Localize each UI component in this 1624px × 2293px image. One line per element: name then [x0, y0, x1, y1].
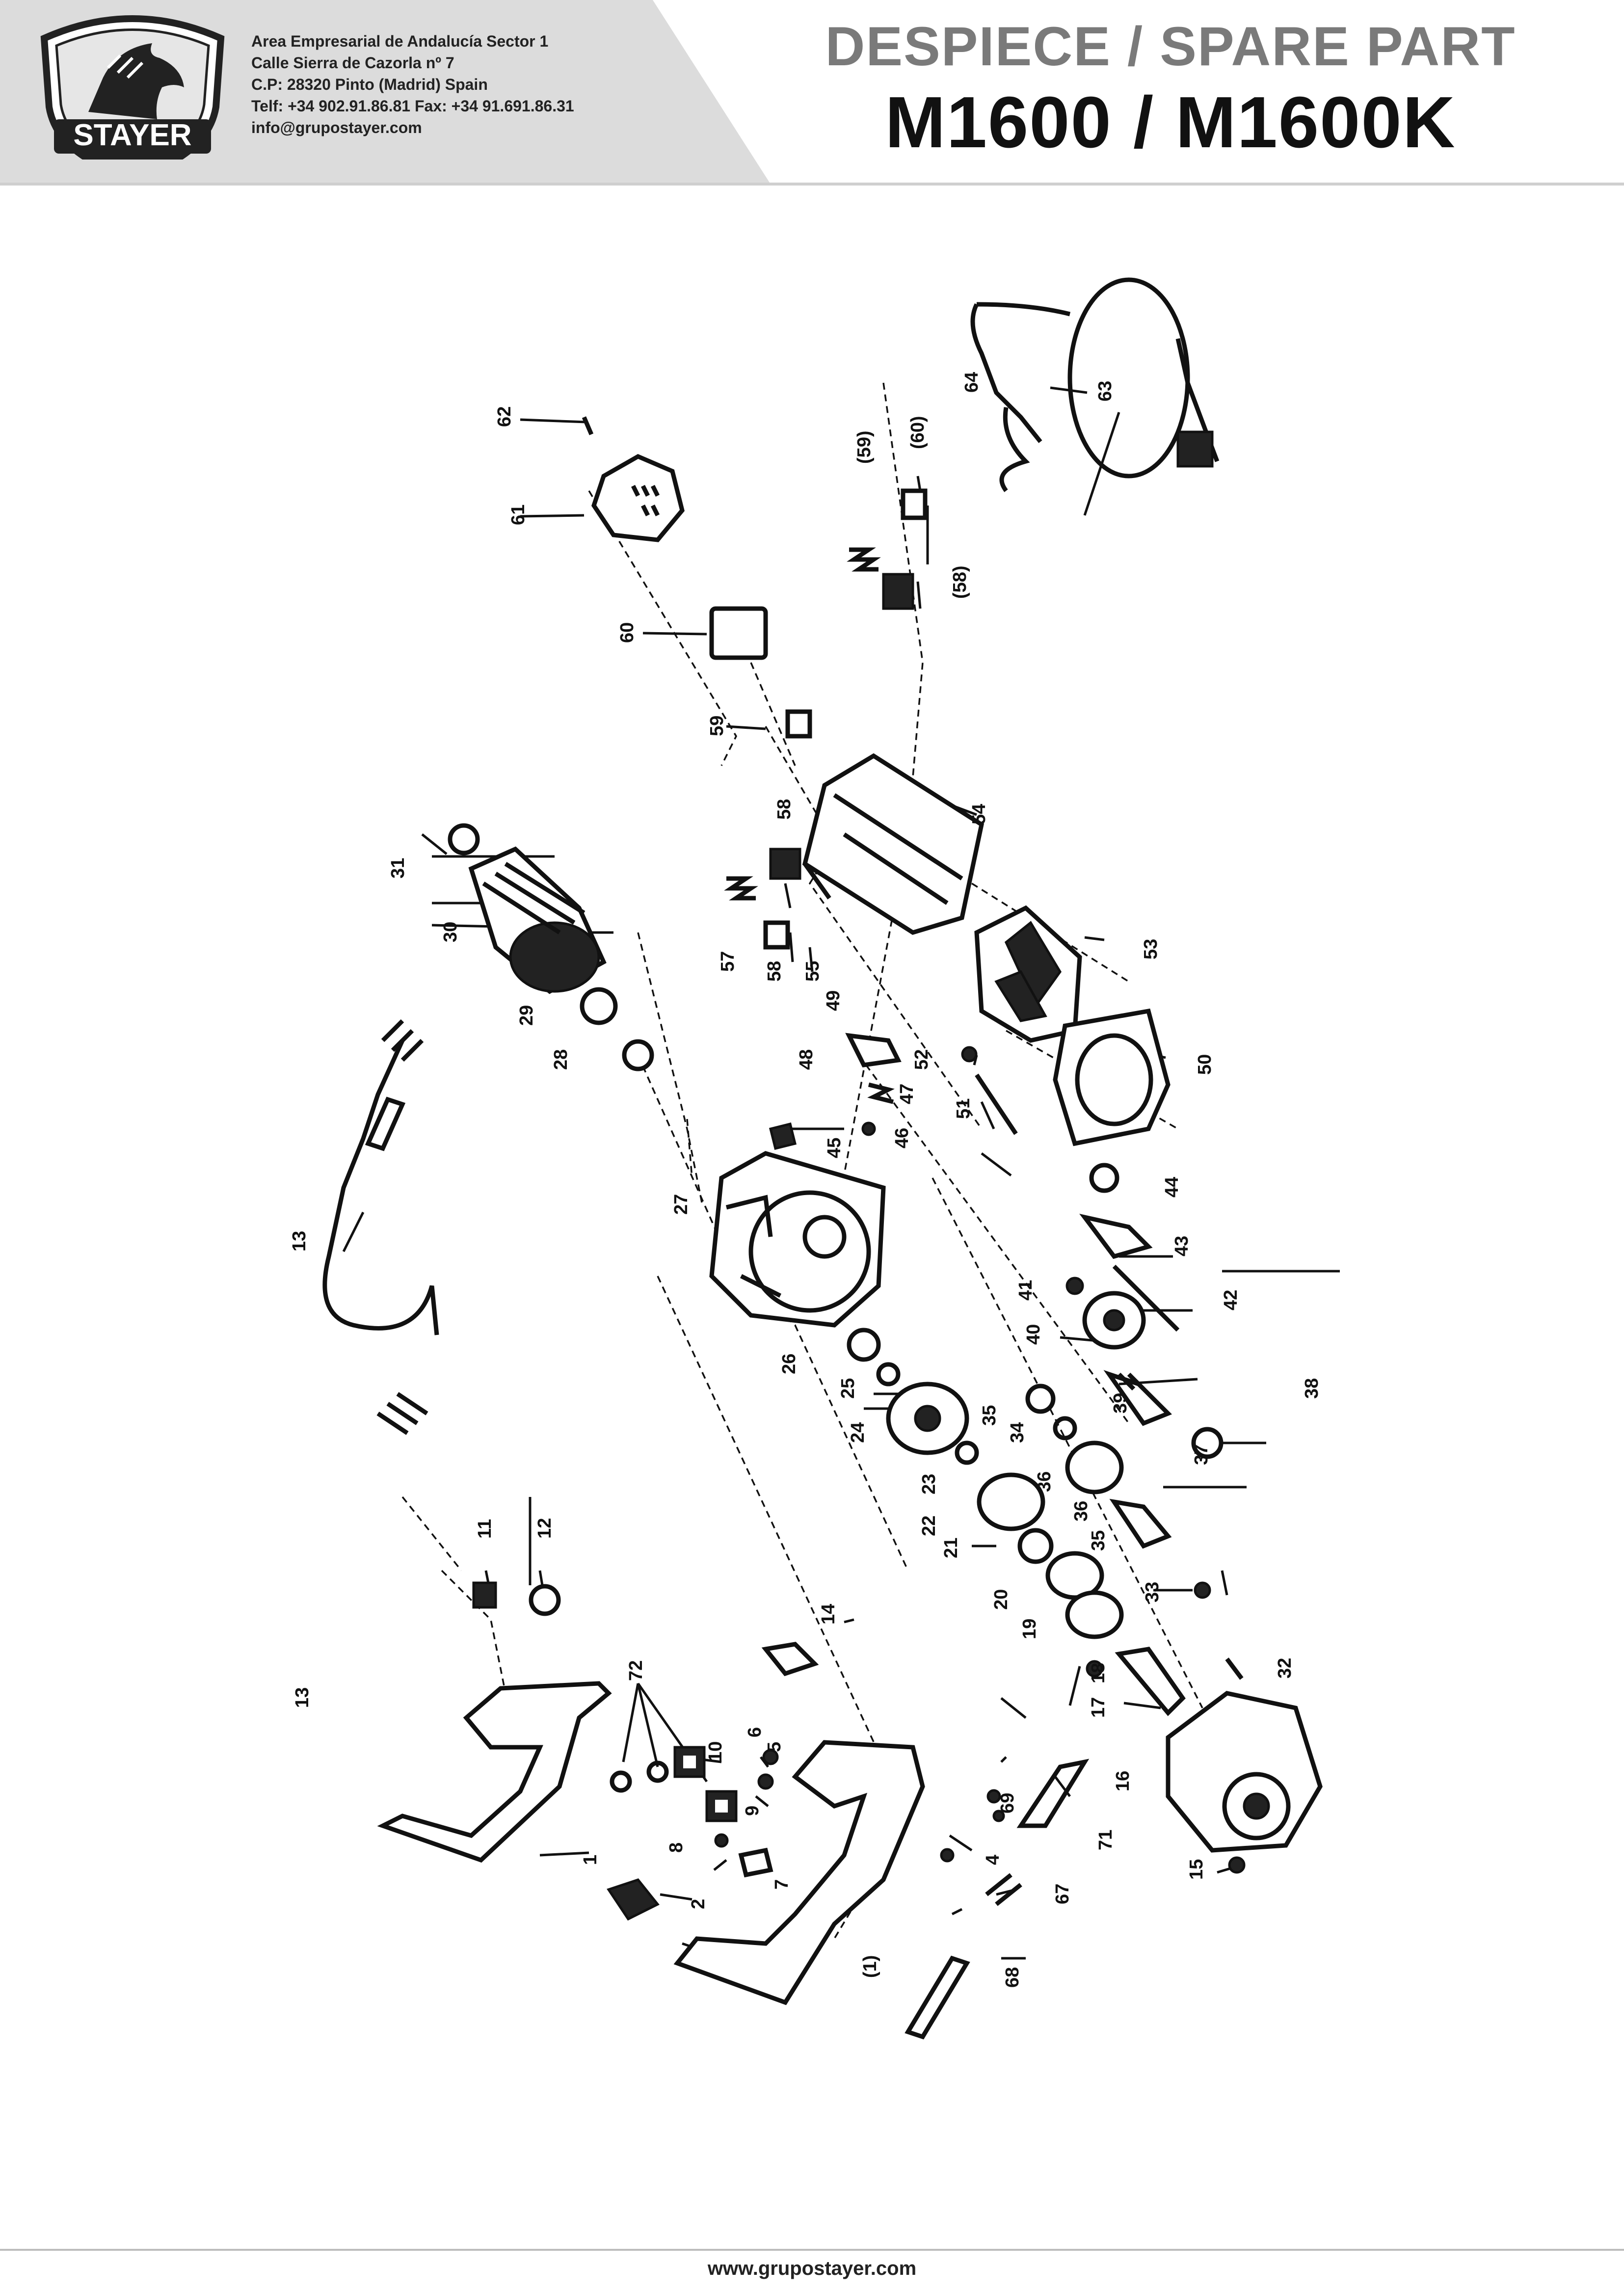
part-label: 22 [919, 1516, 939, 1536]
part-label: 5 [764, 1742, 785, 1752]
part-label: 43 [1171, 1236, 1192, 1256]
document-title: DESPIECE / SPARE PART [825, 16, 1516, 77]
part-label: 6 [745, 1727, 765, 1737]
page-header: STAYER Area Empresarial de Andalucía Sec… [0, 0, 1624, 187]
part-label: 23 [919, 1474, 939, 1494]
part-label: 57 [718, 951, 738, 972]
part-label: 19 [1019, 1619, 1040, 1639]
part-label: 16 [1113, 1771, 1133, 1791]
part-label: 51 [953, 1098, 974, 1119]
part-label: 9 [742, 1806, 763, 1816]
part-label: 55 [802, 961, 823, 982]
exploded-view-svg: 62 61 60 59 (59) (60) (58) 64 63 54 58 5… [289, 277, 1340, 2040]
part-label: (58) [950, 565, 970, 599]
part-label: 30 [440, 922, 461, 942]
part-label: 1 [580, 1855, 601, 1865]
part-label: 8 [666, 1842, 687, 1853]
part-label: 29 [516, 1005, 537, 1026]
part-label: 41 [1015, 1280, 1036, 1301]
part-label: 10 [705, 1741, 726, 1762]
part-label: 50 [1195, 1054, 1215, 1075]
part-label: 33 [1142, 1582, 1163, 1602]
part-label: 14 [818, 1604, 839, 1625]
part-label: 71 [1095, 1830, 1116, 1850]
part-label: 25 [838, 1378, 858, 1399]
part-label: 63 [1095, 381, 1116, 401]
address-line: C.P: 28320 Pinto (Madrid) Spain [251, 76, 488, 93]
part-label: 27 [671, 1194, 692, 1215]
part-label: 20 [991, 1589, 1012, 1610]
part-label: 13 [289, 1231, 310, 1252]
part-label: 46 [892, 1128, 912, 1148]
phone-fax-line: Telf: +34 902.91.86.81 Fax: +34 91.691.8… [251, 97, 574, 115]
part-label: 21 [941, 1538, 961, 1558]
part-label: 58 [774, 799, 795, 820]
part-label: 28 [551, 1049, 571, 1070]
part-label: 61 [508, 505, 529, 525]
part-label: 45 [824, 1138, 845, 1158]
part-label: 12 [534, 1518, 555, 1539]
exploded-parts-diagram: 62 61 60 59 (59) (60) (58) 64 63 54 58 5… [0, 187, 1624, 2243]
part-label: 13 [292, 1687, 313, 1708]
part-label: 38 [1302, 1378, 1322, 1399]
part-label: 17 [1088, 1697, 1109, 1718]
part-label: 58 [764, 961, 785, 982]
logo-wordmark: STAYER [73, 118, 191, 152]
part-label: 7 [772, 1879, 792, 1890]
part-label: 26 [779, 1354, 799, 1374]
part-label: 52 [911, 1049, 932, 1070]
website-url[interactable]: www.grupostayer.com [707, 2258, 917, 2279]
part-label: 59 [707, 716, 727, 736]
part-label: 53 [1141, 939, 1161, 960]
part-label: 32 [1275, 1658, 1295, 1679]
part-label: (60) [907, 416, 928, 449]
part-label: (1) [860, 1955, 880, 1978]
footer-divider [0, 2249, 1624, 2251]
company-address: Area Empresarial de Andalucía Sector 1 C… [251, 30, 574, 138]
part-label: 11 [475, 1519, 495, 1539]
stayer-logo: STAYER [34, 9, 231, 166]
part-label: (59) [854, 430, 875, 464]
part-label: 24 [848, 1422, 868, 1443]
part-label: 47 [897, 1084, 917, 1104]
model-number: M1600 / M1600K [885, 82, 1456, 163]
part-label: 48 [796, 1049, 817, 1070]
address-line: Area Empresarial de Andalucía Sector 1 [251, 32, 549, 50]
part-label: 62 [494, 406, 515, 427]
part-label: 72 [626, 1660, 646, 1681]
part-label: 4 [983, 1855, 1003, 1865]
part-label: 35 [979, 1405, 1000, 1426]
part-label: 68 [1002, 1967, 1023, 1988]
part-label: 34 [1007, 1422, 1028, 1443]
part-label: 69 [997, 1793, 1018, 1813]
part-label: 64 [961, 372, 982, 393]
part-label: 31 [388, 858, 408, 879]
horse-shield-icon: STAYER [40, 15, 225, 160]
part-label: 37 [1191, 1444, 1212, 1465]
part-label: 42 [1221, 1290, 1241, 1310]
part-label: 67 [1052, 1884, 1073, 1904]
header-divider [0, 183, 1624, 186]
part-label: 36 [1034, 1471, 1055, 1492]
part-label: 49 [823, 990, 844, 1011]
part-label: 2 [688, 1899, 709, 1909]
part-label: 39 [1110, 1393, 1131, 1413]
part-label: 18 [1088, 1663, 1109, 1683]
part-label: 40 [1023, 1324, 1044, 1345]
part-label: 54 [969, 804, 989, 825]
address-line: Calle Sierra de Cazorla nº 7 [251, 54, 454, 72]
part-label: 60 [617, 622, 638, 643]
part-label: 36 [1071, 1501, 1092, 1521]
part-label: 15 [1186, 1859, 1207, 1880]
email-line: info@grupostayer.com [251, 119, 422, 136]
part-label: 35 [1088, 1530, 1109, 1551]
part-label: 44 [1162, 1177, 1182, 1198]
